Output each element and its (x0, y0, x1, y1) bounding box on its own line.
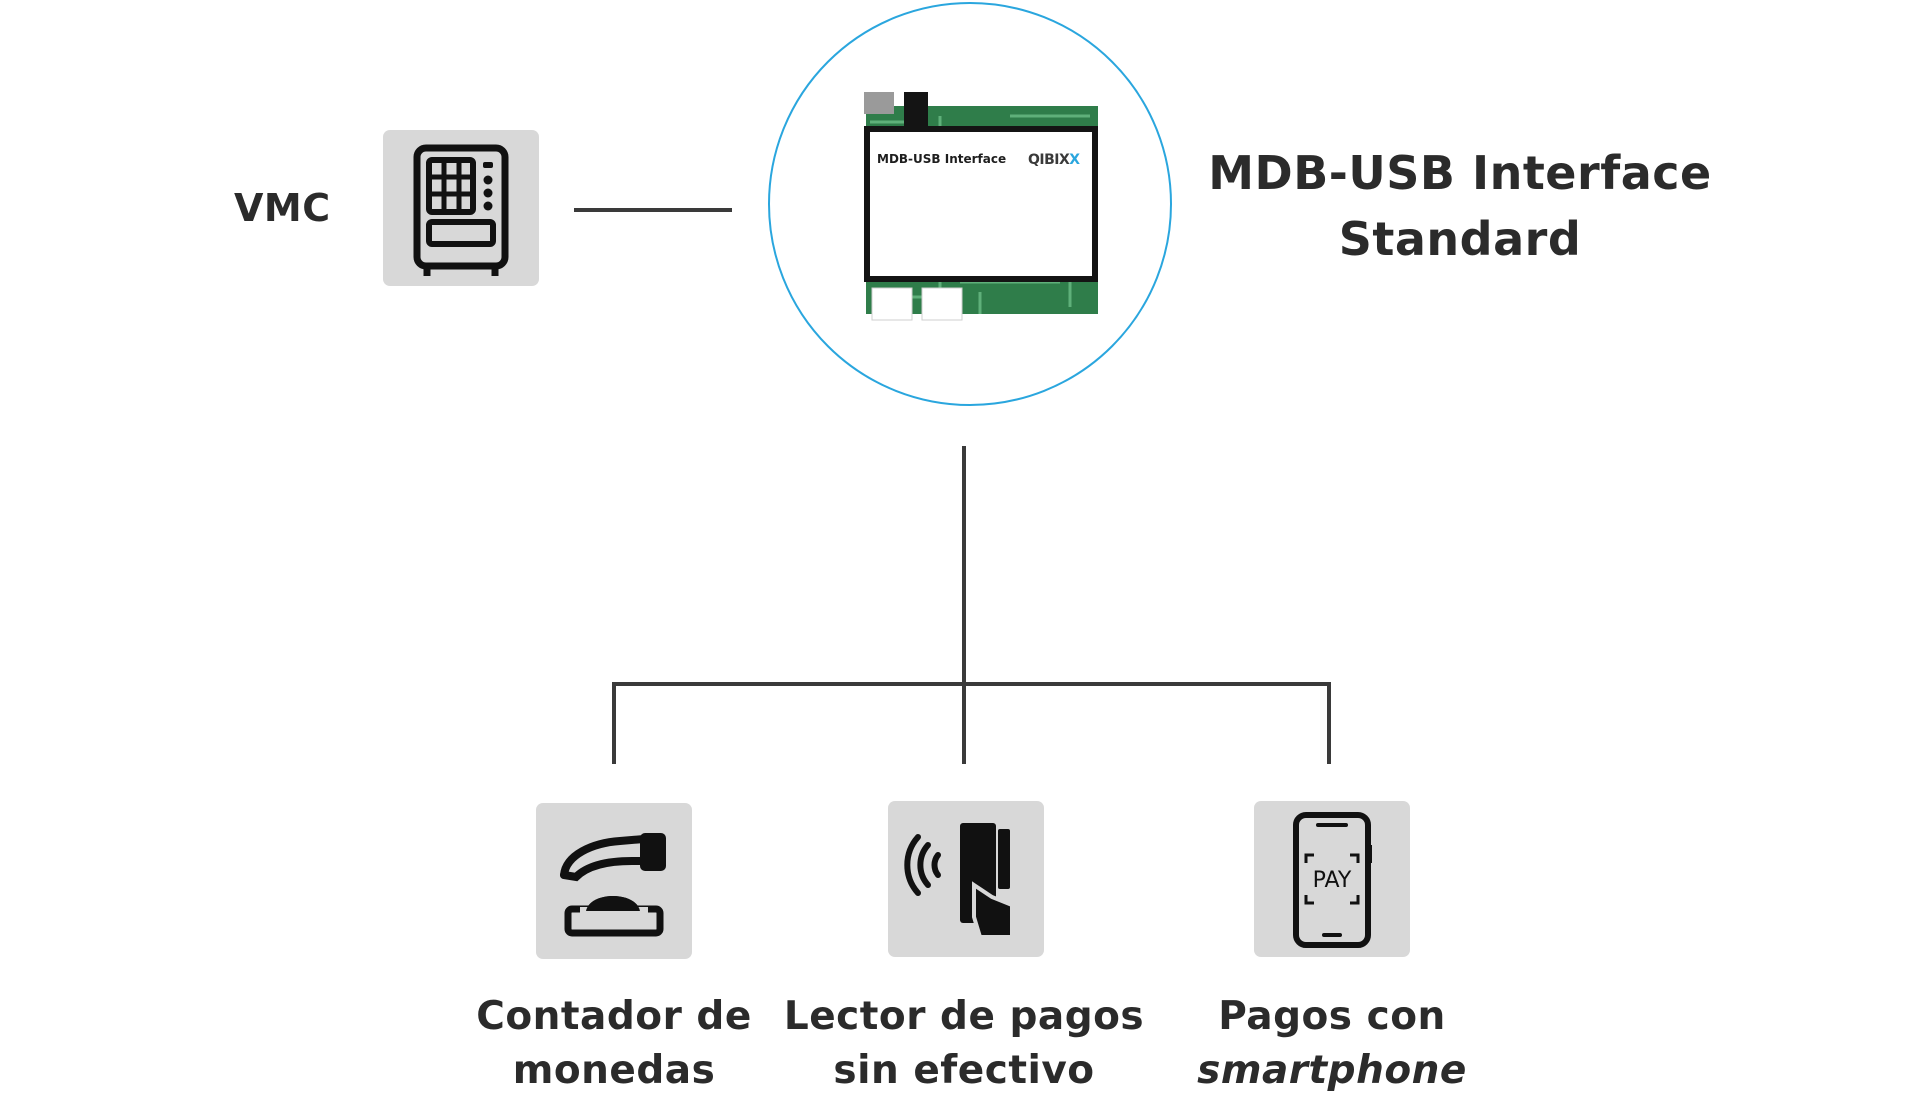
vmc-label: VMC (234, 186, 331, 230)
vending-machine-icon (413, 144, 509, 276)
cashless-reader-label-line1: Lector de pagos (783, 994, 1145, 1039)
cashless-reader-label: Lector de pagos sin efectivo (764, 990, 1164, 1098)
coin-counter-icon (560, 833, 666, 937)
coin-counter-tile (536, 803, 692, 959)
smartphone-pay-label: Pagos con smartphone (1142, 990, 1522, 1098)
board-label: MDB-USB Interface (877, 152, 1007, 166)
board-brand-text: QIBIX (1028, 152, 1070, 168)
contactless-card-reader-icon (904, 823, 1014, 939)
smartphone-pay-label-line2: smartphone (1197, 1048, 1467, 1093)
smartphone-pay-icon: PAY (1293, 812, 1372, 948)
coin-counter-label-line1: Contador de (476, 994, 752, 1039)
cashless-reader-label-line2: sin efectivo (833, 1048, 1095, 1093)
coin-counter-label-line2: monedas (512, 1048, 716, 1093)
cashless-reader-tile (888, 801, 1044, 957)
board-brand-logo: QIBIXX (1028, 152, 1088, 168)
vmc-tile (383, 130, 539, 286)
interface-title-line1: MDB-USB Interface (1208, 146, 1712, 200)
board-silk-label: QIBIXX (1022, 259, 1064, 270)
interface-title: MDB-USB Interface Standard (1190, 140, 1730, 272)
interface-title-line2: Standard (1338, 212, 1582, 266)
pay-screen-text: PAY (1313, 868, 1352, 893)
board-brand-accent: X (1069, 152, 1080, 168)
mdb-usb-board-image (864, 92, 1098, 321)
smartphone-pay-tile: PAY (1254, 801, 1410, 957)
smartphone-pay-label-line1: Pagos con (1218, 994, 1446, 1039)
coin-counter-label: Contador de monedas (454, 990, 774, 1098)
